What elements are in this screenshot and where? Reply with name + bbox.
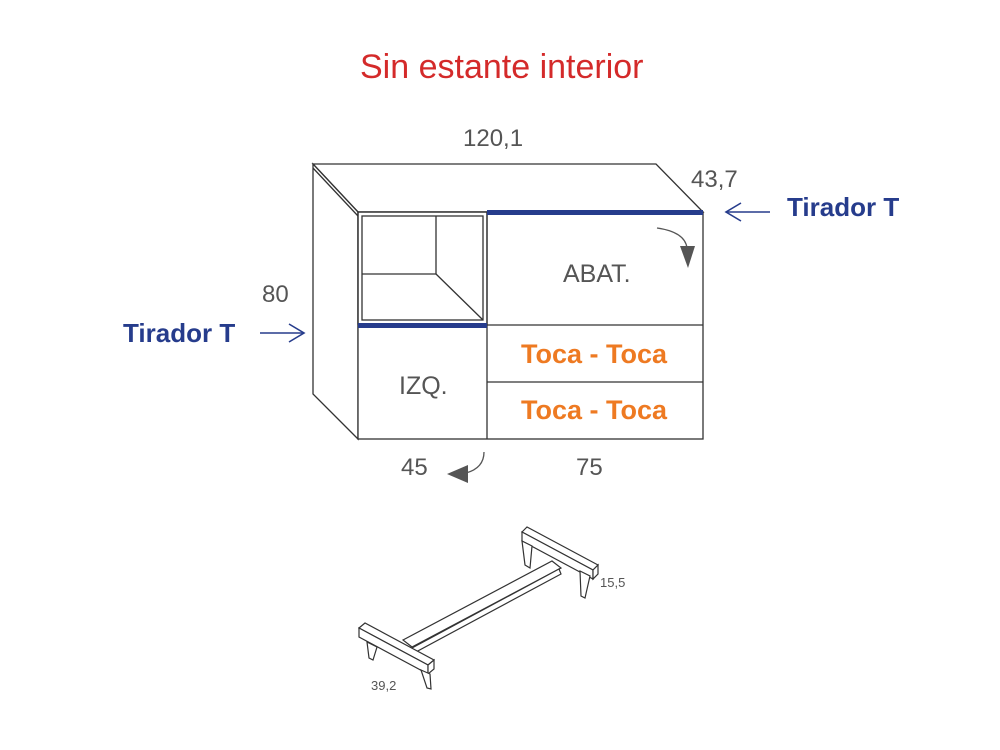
base-height-dimension: 15,5 (600, 575, 626, 590)
right-module-dimension: 75 (576, 454, 603, 481)
handle-label-left: Tirador T (123, 318, 236, 348)
door-open-arrow-icon (465, 451, 485, 474)
handle-strip-left (358, 323, 487, 328)
handle-pointer-top-icon (724, 202, 770, 222)
width-dimension: 120,1 (463, 125, 524, 152)
cabinet-side-panel (312, 162, 359, 441)
drawer-top-label: Toca - Toca (521, 339, 668, 369)
drawer-bottom-label: Toca - Toca (521, 395, 668, 425)
flap-label: ABAT. (563, 260, 631, 288)
height-dimension: 80 (262, 281, 289, 308)
cabinet-top-panel (311, 163, 705, 213)
page-title: Sin estante interior (360, 48, 644, 86)
flap-open-arrow-icon (656, 227, 688, 249)
handle-pointer-left-icon (260, 323, 306, 343)
handle-label-top: Tirador T (787, 192, 900, 222)
base-legs-drawing (357, 526, 599, 690)
left-module-dimension: 45 (401, 454, 428, 481)
base-width-dimension: 39,2 (371, 678, 397, 693)
left-door-label: IZQ. (399, 372, 448, 400)
depth-dimension: 43,7 (691, 166, 738, 193)
handle-strip-top (487, 210, 703, 215)
